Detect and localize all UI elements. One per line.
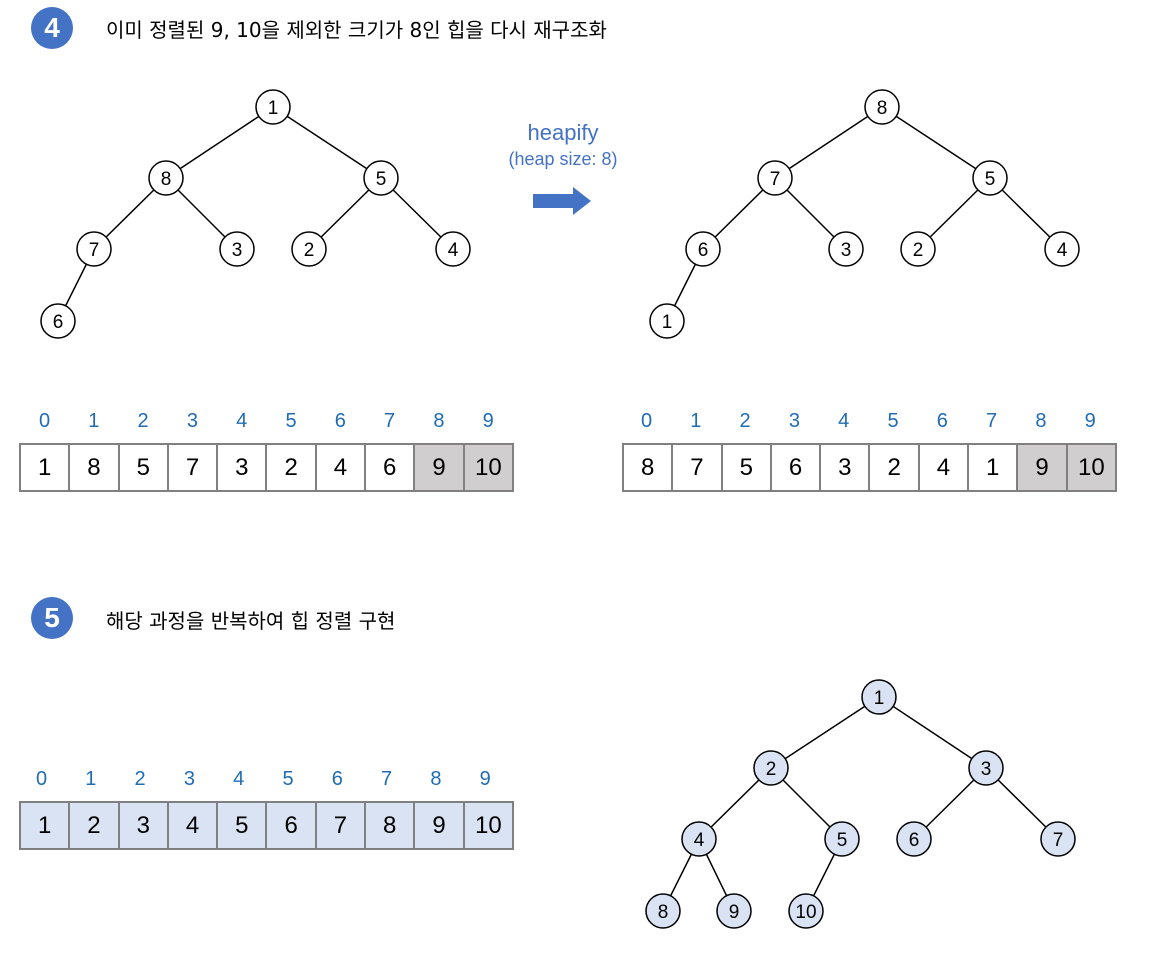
array-cell: 8 (624, 445, 674, 490)
tree-node: 5 (363, 160, 399, 196)
array-cell: 3 (119, 803, 169, 848)
heapify-label: heapify (527, 120, 599, 145)
tree-node: 5 (972, 160, 1008, 196)
svg-text:5: 5 (376, 169, 387, 190)
svg-text:7: 7 (89, 240, 100, 261)
tree-node: 3 (968, 750, 1004, 786)
step4-after-tree: 8 7 5 6 3 2 4 1 (649, 89, 1080, 339)
svg-text:4: 4 (694, 830, 705, 851)
svg-text:10: 10 (795, 902, 816, 923)
svg-text:8: 8 (877, 98, 888, 119)
svg-text:2: 2 (766, 759, 777, 780)
tree-node: 8 (864, 89, 900, 125)
svg-text:1: 1 (268, 98, 279, 119)
tree-node: 1 (861, 679, 897, 715)
array-cell: 5 (722, 445, 772, 490)
array-cell: 1 (21, 803, 71, 848)
array-cell: 4 (316, 445, 367, 490)
tree-node: 1 (255, 89, 291, 125)
tree-node: 1 (649, 303, 685, 339)
tree-node: 2 (900, 231, 936, 267)
array-cell: 1 (969, 445, 1019, 490)
step5-sorted-tree: 1 2 3 4 5 6 7 8 9 10 (645, 679, 1076, 929)
tree-node: 7 (76, 231, 112, 267)
svg-text:3: 3 (232, 240, 243, 261)
array-cell-sorted: 10 (1067, 445, 1117, 490)
tree-node: 2 (291, 231, 327, 267)
heap-size-label: (heap size: 8) (508, 149, 618, 169)
tree-node: 4 (1044, 231, 1080, 267)
step4-after-array: 8 7 5 6 3 2 4 1 9 10 (622, 443, 1117, 492)
array-cell: 9 (415, 803, 465, 848)
array-cell: 2 (870, 445, 920, 490)
tree-node: 7 (757, 160, 793, 196)
array-cell: 1 (21, 445, 71, 490)
svg-text:4: 4 (1057, 240, 1068, 261)
array-cell: 2 (267, 445, 317, 490)
array-cell: 8 (70, 445, 120, 490)
svg-text:2: 2 (913, 240, 924, 261)
tree-node: 6 (896, 821, 932, 857)
step4-before-array: 1 8 5 7 3 2 4 6 9 10 (19, 443, 514, 492)
tree-node: 9 (716, 893, 752, 929)
svg-text:5: 5 (985, 169, 996, 190)
tree-node: 8 (148, 160, 184, 196)
array-cell: 4 (168, 803, 219, 848)
step-5-title: 해당 과정을 반복하여 힙 정렬 구현 (106, 609, 396, 633)
array-cell: 7 (316, 803, 367, 848)
svg-text:4: 4 (448, 240, 459, 261)
array-cell: 8 (366, 803, 416, 848)
tree-node: 6 (685, 231, 721, 267)
step4-after-indices: 0 1 2 3 4 5 6 7 8 9 (640, 410, 1096, 432)
svg-text:1: 1 (874, 688, 885, 709)
array-cell-sorted: 9 (415, 445, 465, 490)
tree-node: 2 (753, 750, 789, 786)
tree-node: 6 (40, 303, 76, 339)
tree-node: 3 (219, 231, 255, 267)
array-cell: 5 (119, 445, 169, 490)
svg-text:6: 6 (53, 312, 64, 333)
svg-text:1: 1 (662, 312, 673, 333)
tree-node: 5 (824, 821, 860, 857)
array-cell: 4 (919, 445, 970, 490)
array-cell-sorted: 9 (1018, 445, 1068, 490)
svg-text:9: 9 (729, 902, 740, 923)
step4-before-indices: 0 1 2 3 4 5 6 7 8 9 (38, 410, 494, 432)
array-cell: 7 (168, 445, 219, 490)
svg-text:7: 7 (1053, 830, 1064, 851)
svg-text:5: 5 (837, 830, 848, 851)
step-5-badge: 5 (31, 597, 73, 639)
tree-node: 8 (645, 893, 681, 929)
step5-array: 1 2 3 4 5 6 7 8 9 10 (19, 801, 514, 850)
array-cell: 5 (218, 803, 268, 848)
array-cell: 3 (218, 445, 268, 490)
step4-before-tree: 1 8 5 7 3 2 4 6 (40, 89, 471, 339)
array-cell-sorted: 10 (464, 445, 514, 490)
array-cell: 2 (70, 803, 120, 848)
svg-text:6: 6 (698, 240, 709, 261)
svg-text:7: 7 (770, 169, 781, 190)
array-cell: 10 (464, 803, 514, 848)
array-cell: 6 (366, 445, 416, 490)
svg-text:3: 3 (981, 759, 992, 780)
svg-text:8: 8 (658, 902, 669, 923)
svg-text:8: 8 (161, 169, 172, 190)
array-cell: 6 (771, 445, 822, 490)
tree-node: 3 (828, 231, 864, 267)
step-4-badge: 4 (31, 7, 73, 49)
array-cell: 6 (267, 803, 317, 848)
svg-text:3: 3 (841, 240, 852, 261)
svg-text:2: 2 (304, 240, 315, 261)
right-arrow-icon (533, 187, 591, 215)
tree-node: 4 (435, 231, 471, 267)
step-4-title: 이미 정렬된 9, 10을 제외한 크기가 8인 힙을 다시 재구조화 (106, 18, 607, 42)
tree-node: 4 (681, 821, 717, 857)
step5-indices: 0 1 2 3 4 5 6 7 8 9 (35, 768, 491, 790)
svg-text:6: 6 (909, 830, 920, 851)
tree-node: 10 (788, 893, 824, 929)
array-cell: 7 (673, 445, 723, 490)
array-cell: 3 (821, 445, 871, 490)
tree-node: 7 (1040, 821, 1076, 857)
